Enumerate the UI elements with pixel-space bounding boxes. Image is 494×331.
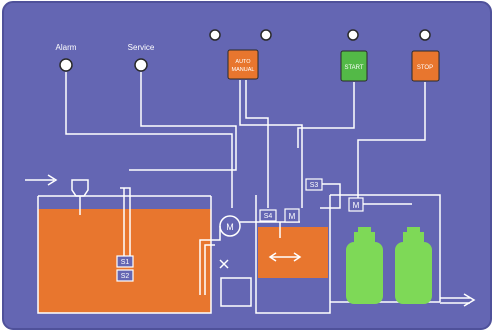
start-label: START (344, 65, 363, 71)
service-indicator: Service (128, 43, 155, 72)
cylinder-left (346, 227, 383, 304)
valve-motor: M (348, 197, 412, 212)
funnel-icon (71, 179, 89, 215)
pump-motor-label: M (226, 222, 234, 232)
sensor-s4-label: S4 (264, 213, 273, 220)
suction-pipe-inner (204, 244, 215, 295)
inlet-arrow-icon (25, 174, 58, 186)
level-sensor: S1 S2 (116, 187, 134, 282)
service-lamp (134, 58, 148, 72)
alarm-indicator: Alarm (56, 43, 77, 72)
sensor-s3-label: S3 (310, 182, 319, 189)
pump: M (219, 215, 241, 237)
alarm-lamp (59, 58, 73, 72)
outlet-arrow-icon (440, 293, 476, 307)
sensor-s1: S1 (121, 259, 130, 266)
auto-manual-line1: AUTO (235, 59, 251, 65)
dosing-motor: M (284, 208, 300, 223)
start-button[interactable]: START (340, 50, 368, 82)
sensor-s4: S4 (259, 209, 277, 222)
dosing-motor-label: M (289, 212, 296, 221)
valve-block (219, 259, 252, 307)
auto-manual-button[interactable]: AUTO MANUAL (227, 49, 259, 80)
auto-manual-line2: MANUAL (232, 67, 255, 73)
start-lamp (347, 29, 359, 41)
stop-lamp (419, 29, 431, 41)
control-wiring (65, 72, 426, 208)
cylinder-right (395, 227, 432, 304)
sensor-s3: S3 (305, 178, 341, 209)
reaction-tank (240, 195, 331, 314)
suction-pipe (199, 226, 221, 295)
stop-label: STOP (417, 65, 433, 71)
auto-manual-lamp-left (209, 29, 221, 41)
service-label: Service (128, 43, 155, 52)
valve-motor-label: M (353, 201, 360, 210)
auto-manual-lamp-right (260, 29, 272, 41)
alarm-label: Alarm (56, 43, 77, 52)
stop-button[interactable]: STOP (411, 50, 440, 82)
sensor-s2: S2 (121, 273, 130, 280)
